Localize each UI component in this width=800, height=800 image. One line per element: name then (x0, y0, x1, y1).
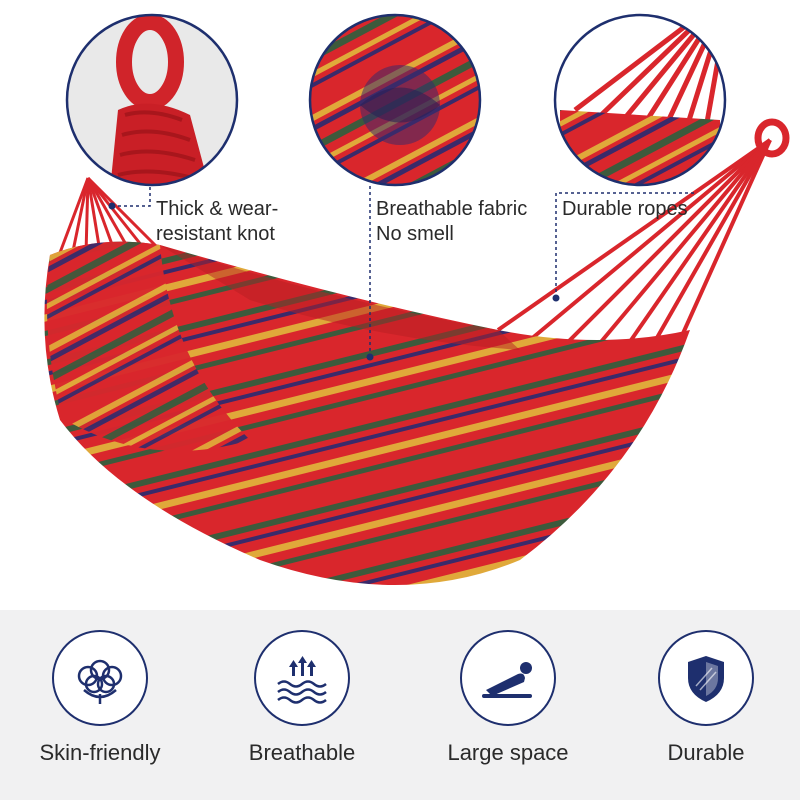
feature-label: Skin-friendly (39, 740, 161, 765)
right-hanging-loop (754, 118, 790, 158)
cotton-icon (52, 630, 148, 726)
callout-fabric-line1: Breathable fabric (376, 198, 528, 220)
feature-skin-friendly: Skin-friendly (10, 630, 190, 790)
left-ropes (56, 176, 158, 259)
feature-strip: Skin-friendly Breathable (0, 610, 800, 800)
hammock-illustration (44, 13, 790, 585)
feature-large-space: Large space (418, 630, 598, 790)
callout-ropes: Durable ropes (562, 197, 688, 222)
breathable-waves-icon (254, 630, 350, 726)
feature-label: Large space (447, 740, 569, 765)
hammock-inner-fold (46, 241, 250, 451)
feature-label: Durable (667, 740, 745, 765)
feature-durable: Durable (616, 630, 796, 790)
feature-breathable: Breathable (212, 630, 392, 790)
knot-inset (65, 13, 239, 187)
callout-fabric-line2: No smell (376, 223, 454, 245)
person-lying-icon (460, 630, 556, 726)
callout-leaders (112, 186, 695, 355)
feature-label: Breathable (248, 740, 356, 765)
callout-knot-line2: resistant knot (156, 223, 275, 245)
callout-fabric: Breathable fabric No smell (376, 197, 527, 247)
product-hero: Thick & wear- resistant knot Breathable … (44, 13, 790, 585)
hammock-body (44, 241, 690, 585)
right-ropes (496, 138, 772, 358)
callout-ropes-line1: Durable ropes (562, 198, 688, 220)
callout-knot: Thick & wear- resistant knot (156, 197, 278, 247)
fabric-inset (308, 13, 482, 187)
shield-icon (658, 630, 754, 726)
ropes-inset (553, 13, 727, 187)
callout-knot-line1: Thick & wear- (156, 198, 279, 220)
